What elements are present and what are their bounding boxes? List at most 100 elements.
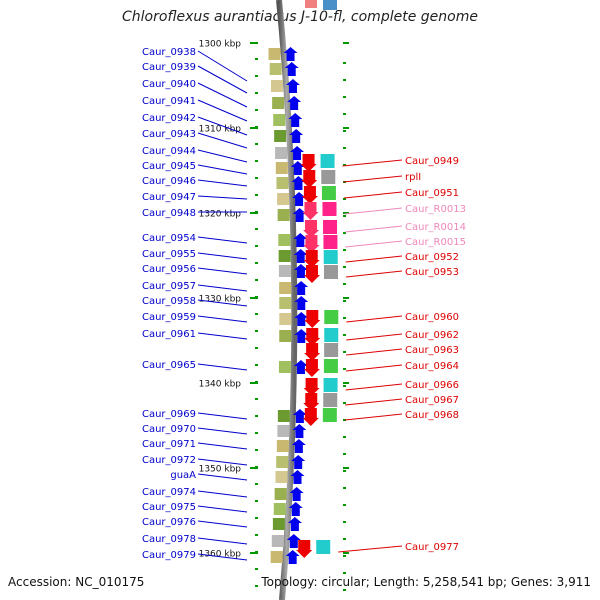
forward-gene-connector <box>197 299 248 307</box>
minor-tick <box>255 296 258 298</box>
forward-feature-box <box>277 425 290 437</box>
minor-tick-right <box>343 317 346 319</box>
forward-gene-connector <box>197 236 248 244</box>
minor-tick <box>255 483 258 485</box>
reverse-gene-label: Caur_R0014 <box>405 222 466 233</box>
minor-tick-right <box>343 385 346 387</box>
reverse-gene-arrow <box>301 170 318 188</box>
forward-feature-box <box>278 361 291 373</box>
minor-tick <box>255 279 258 281</box>
reverse-gene-connector <box>344 225 403 233</box>
reverse-gene-label: Caur_R0015 <box>405 237 466 248</box>
forward-gene-arrow <box>289 129 304 143</box>
reverse-gene-connector <box>345 398 403 406</box>
minor-tick-right <box>343 300 346 302</box>
forward-gene-connector <box>197 116 248 136</box>
reverse-gene-connector <box>338 545 403 553</box>
forward-gene-label: Caur_0939 <box>142 62 196 73</box>
ruler-label: 1320 kbp <box>199 210 242 220</box>
reverse-gene-label: Caur_0963 <box>405 345 459 356</box>
forward-gene-connector <box>197 505 248 513</box>
forward-gene-arrow <box>294 296 309 310</box>
minor-tick <box>255 585 258 587</box>
reverse-gene-arrow <box>303 359 320 377</box>
reverse-feature-box <box>323 265 338 279</box>
forward-gene-connector <box>197 99 248 122</box>
minor-tick <box>255 534 258 536</box>
forward-feature-box <box>275 162 288 174</box>
forward-gene-arrow <box>291 455 306 469</box>
forward-feature-box <box>276 456 289 468</box>
minor-tick <box>255 313 258 315</box>
ruler-label: 1310 kbp <box>199 125 242 135</box>
forward-feature-box <box>274 488 287 500</box>
forward-gene-arrow <box>293 264 308 278</box>
minor-tick-right <box>343 283 346 285</box>
minor-tick-right <box>343 79 346 81</box>
forward-gene-arrow <box>292 424 307 438</box>
forward-gene-label: Caur_0976 <box>142 517 196 528</box>
minor-tick <box>255 330 258 332</box>
forward-gene-arrow <box>285 550 300 564</box>
minor-tick-right <box>343 232 346 234</box>
reverse-gene-arrow <box>304 328 321 346</box>
forward-feature-box <box>279 313 292 325</box>
minor-tick <box>255 228 258 230</box>
reverse-feature-box <box>323 378 338 392</box>
forward-feature-box <box>271 535 284 547</box>
forward-gene-connector <box>197 412 248 420</box>
forward-gene-label: Caur_0948 <box>142 208 196 219</box>
minor-tick <box>255 364 258 366</box>
reverse-gene-connector <box>344 413 403 421</box>
minor-tick-right <box>343 470 346 472</box>
forward-feature-box <box>270 551 283 563</box>
forward-gene-arrow <box>292 208 307 222</box>
forward-gene-arrow <box>286 534 301 548</box>
forward-feature-box <box>269 63 282 75</box>
forward-gene-connector <box>197 332 248 340</box>
forward-gene-label: Caur_0957 <box>142 281 196 292</box>
forward-gene-label: Caur_0943 <box>142 129 196 140</box>
minor-tick <box>255 262 258 264</box>
forward-gene-connector <box>197 442 248 450</box>
reverse-gene-arrow <box>303 265 320 283</box>
minor-tick <box>255 211 258 213</box>
forward-gene-arrow <box>283 47 298 61</box>
genome-backbone <box>276 0 298 600</box>
minor-tick-right <box>343 351 346 353</box>
reverse-gene-connector <box>342 159 403 167</box>
forward-gene-label: Caur_0947 <box>142 192 196 203</box>
minor-tick <box>255 75 258 77</box>
forward-gene-arrow <box>292 192 307 206</box>
minor-tick-right <box>343 504 346 506</box>
reverse-gene-arrow <box>303 235 320 253</box>
forward-feature-box <box>272 97 285 109</box>
forward-gene-label: Caur_0965 <box>142 360 196 371</box>
reverse-gene-arrow <box>302 202 319 220</box>
forward-gene-label: Caur_0942 <box>142 113 196 124</box>
forward-feature-box <box>274 130 287 142</box>
forward-gene-arrow <box>290 146 305 160</box>
ruler-label: 1350 kbp <box>199 465 242 475</box>
forward-feature-box <box>277 410 290 422</box>
minor-tick-right <box>343 164 346 166</box>
reverse-gene-connector <box>343 175 403 183</box>
forward-gene-arrow <box>285 79 300 93</box>
minor-tick-right <box>343 402 346 404</box>
minor-tick <box>255 143 258 145</box>
forward-gene-label: Caur_0938 <box>142 47 196 58</box>
reverse-gene-connector <box>345 255 403 263</box>
forward-gene-label: Caur_0946 <box>142 176 196 187</box>
forward-feature-box <box>275 471 288 483</box>
minor-tick <box>255 517 258 519</box>
minor-tick <box>255 449 258 451</box>
forward-gene-label: Caur_0971 <box>142 439 196 450</box>
minor-tick <box>255 398 258 400</box>
ruler-label: 1360 kbp <box>199 550 242 560</box>
forward-gene-connector <box>197 363 248 371</box>
forward-gene-label: Caur_0944 <box>142 146 196 157</box>
forward-gene-label: Caur_0945 <box>142 161 196 172</box>
forward-feature-box <box>272 518 285 530</box>
forward-gene-label: Caur_0954 <box>142 233 196 244</box>
